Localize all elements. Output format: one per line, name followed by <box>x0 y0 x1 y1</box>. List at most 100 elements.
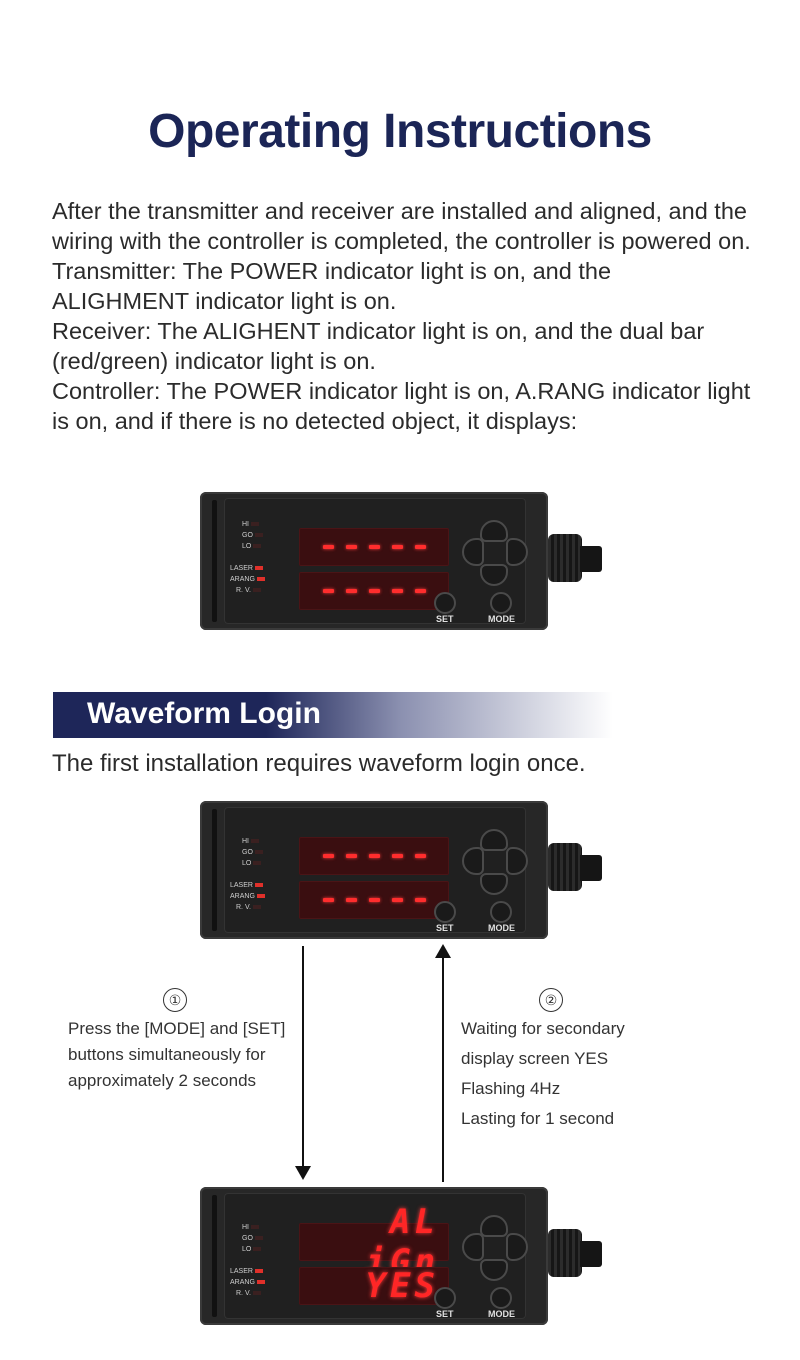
indicator-hi: HI <box>242 520 259 529</box>
indicator-go: GO <box>242 531 263 540</box>
lamp-icon <box>251 522 259 527</box>
indicator-label: LO <box>242 1246 252 1253</box>
indicator-label: LO <box>242 543 252 550</box>
mode-button[interactable] <box>490 901 512 923</box>
device-panel: HI GO LO LASER ARANG R. V. AL iGn YES SE… <box>224 1193 528 1319</box>
primary-display <box>299 837 449 875</box>
indicator-rv: R. V. <box>236 903 261 912</box>
lamp-icon <box>256 894 265 899</box>
lamp-icon <box>253 544 262 549</box>
lamp-icon <box>252 1291 261 1296</box>
lamp-icon <box>254 1269 263 1274</box>
mode-button[interactable] <box>490 592 512 614</box>
left-button[interactable] <box>462 847 484 875</box>
intro-paragraph: Transmitter: The POWER indicator light i… <box>52 258 612 314</box>
indicator-arang: ARANG <box>230 892 265 901</box>
indicator-label: HI <box>242 1224 249 1231</box>
up-button[interactable] <box>480 520 508 542</box>
indicator-label: R. V. <box>236 1290 251 1297</box>
step-1-number: ① <box>163 988 187 1012</box>
cable <box>580 1241 602 1267</box>
secondary-display <box>299 881 449 919</box>
set-button[interactable] <box>434 901 456 923</box>
step-1-line: buttons simultaneously for <box>68 1045 266 1064</box>
mode-label: MODE <box>488 923 515 933</box>
indicator-laser: LASER <box>230 564 263 573</box>
indicator-label: ARANG <box>230 1279 255 1286</box>
indicator-hi: HI <box>242 1223 259 1232</box>
arrow-down-icon <box>295 1166 311 1180</box>
device-slot <box>212 500 217 622</box>
left-button[interactable] <box>462 538 484 566</box>
cable-connector <box>548 1229 582 1277</box>
indicator-label: GO <box>242 532 253 539</box>
page-title: Operating Instructions <box>148 105 652 158</box>
arrow-up-line <box>442 958 444 1182</box>
dpad <box>462 520 528 586</box>
indicator-lo: LO <box>242 1245 262 1254</box>
dpad <box>462 1215 528 1281</box>
indicator-rv: R. V. <box>236 586 261 595</box>
secondary-display: YES <box>299 1266 449 1306</box>
right-button[interactable] <box>506 847 528 875</box>
indicator-label: LASER <box>230 882 253 889</box>
indicator-go: GO <box>242 848 263 857</box>
cable <box>580 546 602 572</box>
indicator-lo: LO <box>242 542 262 551</box>
device-slot <box>212 1195 217 1317</box>
indicator-go: GO <box>242 1234 263 1243</box>
dpad <box>462 829 528 895</box>
left-button[interactable] <box>462 1233 484 1261</box>
lamp-icon <box>254 566 263 571</box>
device-panel: HI GO LO LASER ARANG R. V. SET MODE <box>224 498 528 624</box>
indicator-label: HI <box>242 838 249 845</box>
indicator-lo: LO <box>242 859 262 868</box>
lamp-icon <box>256 577 265 582</box>
set-label: SET <box>436 923 454 933</box>
indicator-label: LASER <box>230 565 253 572</box>
lamp-icon <box>254 883 263 888</box>
mode-label: MODE <box>488 1309 515 1319</box>
step-2-number: ② <box>539 988 563 1012</box>
secondary-display-text: YES <box>365 1266 439 1306</box>
lamp-icon <box>254 533 263 538</box>
indicator-label: ARANG <box>230 576 255 583</box>
lamp-icon <box>253 1247 262 1252</box>
right-button[interactable] <box>506 1233 528 1261</box>
right-button[interactable] <box>506 538 528 566</box>
secondary-display <box>299 572 449 610</box>
intro-paragraph: After the transmitter and receiver are i… <box>52 198 751 254</box>
arrow-down-line <box>302 946 304 1168</box>
controller-device-2: HI GO LO LASER ARANG R. V. SET MODE <box>200 801 602 939</box>
indicator-label: LASER <box>230 1268 253 1275</box>
device-panel: HI GO LO LASER ARANG R. V. SET MODE <box>224 807 528 933</box>
down-button[interactable] <box>480 1259 508 1281</box>
indicator-laser: LASER <box>230 1267 263 1276</box>
up-button[interactable] <box>480 829 508 851</box>
lamp-icon <box>253 861 262 866</box>
step-1-line: Press the [MODE] and [SET] <box>68 1019 286 1038</box>
step-2-line: Lasting for 1 second <box>461 1109 615 1128</box>
indicator-label: R. V. <box>236 587 251 594</box>
down-button[interactable] <box>480 564 508 586</box>
lamp-icon <box>254 850 263 855</box>
section-subtitle: The first installation requires waveform… <box>52 750 586 777</box>
step-2-text: Waiting for secondary display screen YES… <box>461 1014 625 1134</box>
down-button[interactable] <box>480 873 508 895</box>
indicator-label: ARANG <box>230 893 255 900</box>
device-slot <box>212 809 217 931</box>
cable-connector <box>548 843 582 891</box>
controller-device-1: HI GO LO LASER ARANG R. V. SET MODE <box>200 492 602 630</box>
up-button[interactable] <box>480 1215 508 1237</box>
indicator-laser: LASER <box>230 881 263 890</box>
mode-button[interactable] <box>490 1287 512 1309</box>
set-button[interactable] <box>434 1287 456 1309</box>
section-title: Waveform Login <box>87 697 321 730</box>
cable <box>580 855 602 881</box>
primary-display: AL iGn <box>299 1202 449 1282</box>
intro-text: After the transmitter and receiver are i… <box>52 196 752 436</box>
lamp-icon <box>252 905 261 910</box>
step-2-line: Waiting for secondary <box>461 1019 625 1038</box>
step-1-line: approximately 2 seconds <box>68 1071 257 1090</box>
set-button[interactable] <box>434 592 456 614</box>
